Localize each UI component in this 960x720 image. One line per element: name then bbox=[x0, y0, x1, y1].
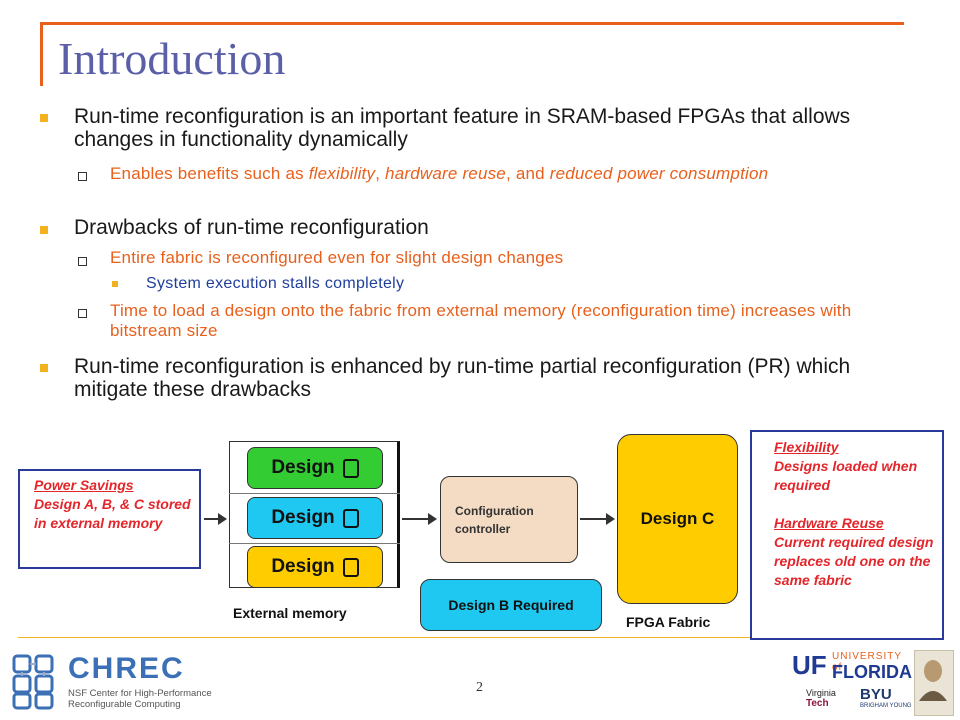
bullet-1a-sep2: , and bbox=[505, 164, 550, 183]
design-b-label: Design bbox=[271, 507, 335, 528]
bullet-1a-pre: Enables benefits such as bbox=[110, 164, 309, 183]
chrec-sub2: Reconfigurable Computing bbox=[68, 699, 181, 710]
placeholder-glyph-icon bbox=[342, 557, 359, 577]
reduced-power-term: reduced power consumption bbox=[549, 164, 769, 183]
hardware-reuse-term: hardware reuse bbox=[385, 164, 506, 183]
bullet-marker bbox=[40, 364, 48, 372]
arrow-head bbox=[428, 513, 437, 525]
benefits-box: Flexibility Designs loaded when required… bbox=[750, 430, 944, 640]
washington-portrait-icon bbox=[914, 650, 954, 716]
arrow-to-memory bbox=[204, 518, 222, 520]
chrec-name: CHREC bbox=[68, 652, 185, 685]
configuration-controller-label: Configuration controller bbox=[455, 503, 534, 536]
design-c-label: Design bbox=[271, 556, 335, 577]
chrec-sub1: NSF Center for High-Performance bbox=[68, 688, 212, 699]
design-b-block: Design bbox=[247, 497, 383, 539]
vt-name: Virginia bbox=[806, 688, 836, 698]
vt-tech: Tech bbox=[806, 698, 829, 709]
bullet-2a1: System execution stalls completely bbox=[146, 275, 405, 292]
bullet-2: Drawbacks of run-time reconfiguration bbox=[74, 216, 429, 239]
bullet-1a-sep1: , bbox=[375, 164, 386, 183]
arrow-to-fabric bbox=[580, 518, 608, 520]
bullet-3: Run-time reconfiguration is enhanced by … bbox=[74, 355, 851, 401]
fpga-fabric: Design C bbox=[617, 434, 738, 604]
uf-florida: FLORIDA bbox=[832, 662, 912, 682]
bullet-1a: Enables benefits such as flexibility, ha… bbox=[110, 164, 890, 184]
page-number: 2 bbox=[476, 680, 483, 695]
uf-university-of: UNIVERSITY of bbox=[832, 651, 902, 673]
placeholder-glyph-icon bbox=[342, 508, 359, 528]
flexibility-title: Flexibility bbox=[774, 439, 839, 455]
uf-logo: UF UNIVERSITY of FLORIDA bbox=[792, 650, 912, 686]
frame-left-line bbox=[40, 22, 43, 86]
portrait-icon bbox=[919, 660, 947, 701]
fpga-fabric-label: FPGA Fabric bbox=[626, 614, 711, 630]
footer-line bbox=[18, 637, 942, 638]
sub-bullet-marker bbox=[78, 309, 87, 318]
frame-top-line bbox=[40, 22, 904, 25]
byu-sub: BRIGHAM YOUNG bbox=[860, 703, 912, 709]
arrow-head bbox=[218, 513, 227, 525]
memory-divider bbox=[229, 493, 400, 494]
sub-bullet-marker bbox=[78, 172, 87, 181]
memory-divider bbox=[229, 543, 400, 544]
bullet-1: Run-time reconfiguration is an important… bbox=[74, 105, 851, 151]
design-c-block: Design bbox=[247, 546, 383, 588]
hardware-reuse-title: Hardware Reuse bbox=[774, 515, 884, 531]
arrow-to-controller bbox=[402, 518, 430, 520]
design-a-label: Design bbox=[271, 457, 335, 478]
flexibility-body: Designs loaded when required bbox=[774, 458, 918, 493]
chrec-chain-icon bbox=[12, 654, 54, 710]
power-savings-body: Design A, B, & C stored in external memo… bbox=[34, 496, 191, 531]
bullet-2b: Time to load a design onto the fabric fr… bbox=[110, 301, 852, 340]
design-a-block: Design bbox=[247, 447, 383, 489]
vt-logo: Virginia Tech bbox=[806, 688, 854, 718]
fpga-design-c-label: Design C bbox=[640, 509, 715, 528]
arrow-head bbox=[606, 513, 615, 525]
bullet-marker bbox=[40, 226, 48, 234]
design-b-required-box: Design B Required bbox=[420, 579, 602, 631]
chrec-logo: CHREC NSF Center for High-Performance Re… bbox=[12, 652, 212, 712]
bullet-2a: Entire fabric is reconfigured even for s… bbox=[110, 248, 564, 267]
flexibility-term: flexibility bbox=[308, 164, 376, 183]
byu-name: BYU bbox=[860, 686, 892, 703]
sub-bullet-marker bbox=[78, 257, 87, 266]
placeholder-glyph-icon bbox=[342, 458, 359, 478]
configuration-controller: Configuration controller bbox=[440, 476, 578, 563]
slide-title: Introduction bbox=[58, 33, 286, 84]
uf-mark: UF bbox=[792, 650, 827, 680]
byu-logo: BYU BRIGHAM YOUNG bbox=[860, 686, 912, 716]
external-memory-label: External memory bbox=[233, 605, 347, 621]
design-b-required-label: Design B Required bbox=[448, 597, 574, 613]
bullet-marker bbox=[40, 114, 48, 122]
hardware-reuse-body: Current required design replaces old one… bbox=[774, 534, 934, 588]
power-savings-box: Power Savings Design A, B, & C stored in… bbox=[18, 469, 201, 569]
sub-sub-bullet-marker bbox=[112, 281, 118, 287]
power-savings-title: Power Savings bbox=[34, 477, 134, 493]
